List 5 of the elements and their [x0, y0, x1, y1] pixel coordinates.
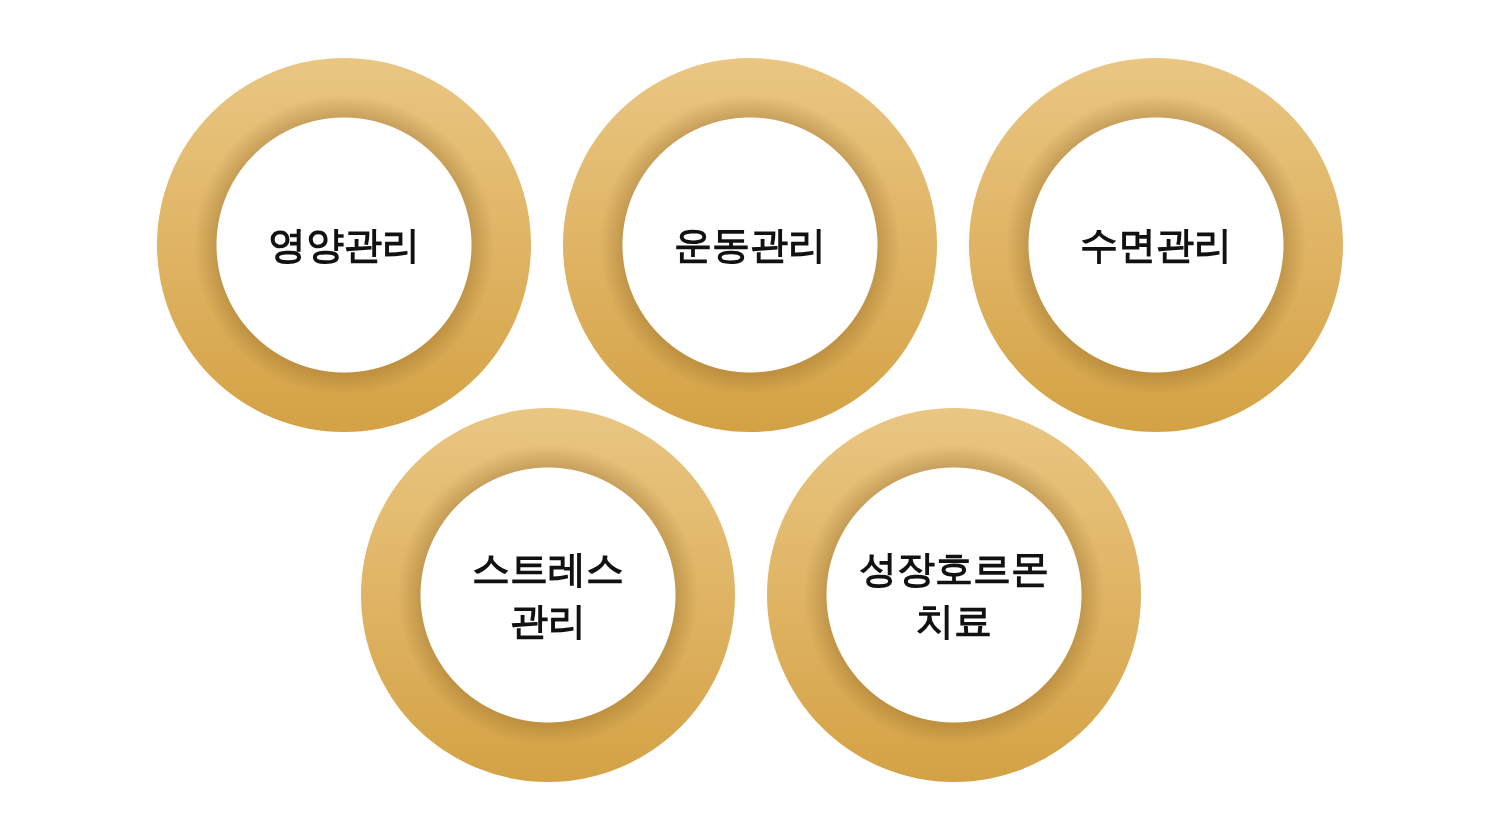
ring-label: 성장호르몬 치료	[858, 546, 1050, 645]
ring-label: 수면관리	[1079, 222, 1233, 269]
ring-label: 스트레스 관리	[471, 546, 625, 645]
ring-label: 영양관리	[267, 222, 421, 269]
ring-label: 운동관리	[673, 222, 827, 269]
